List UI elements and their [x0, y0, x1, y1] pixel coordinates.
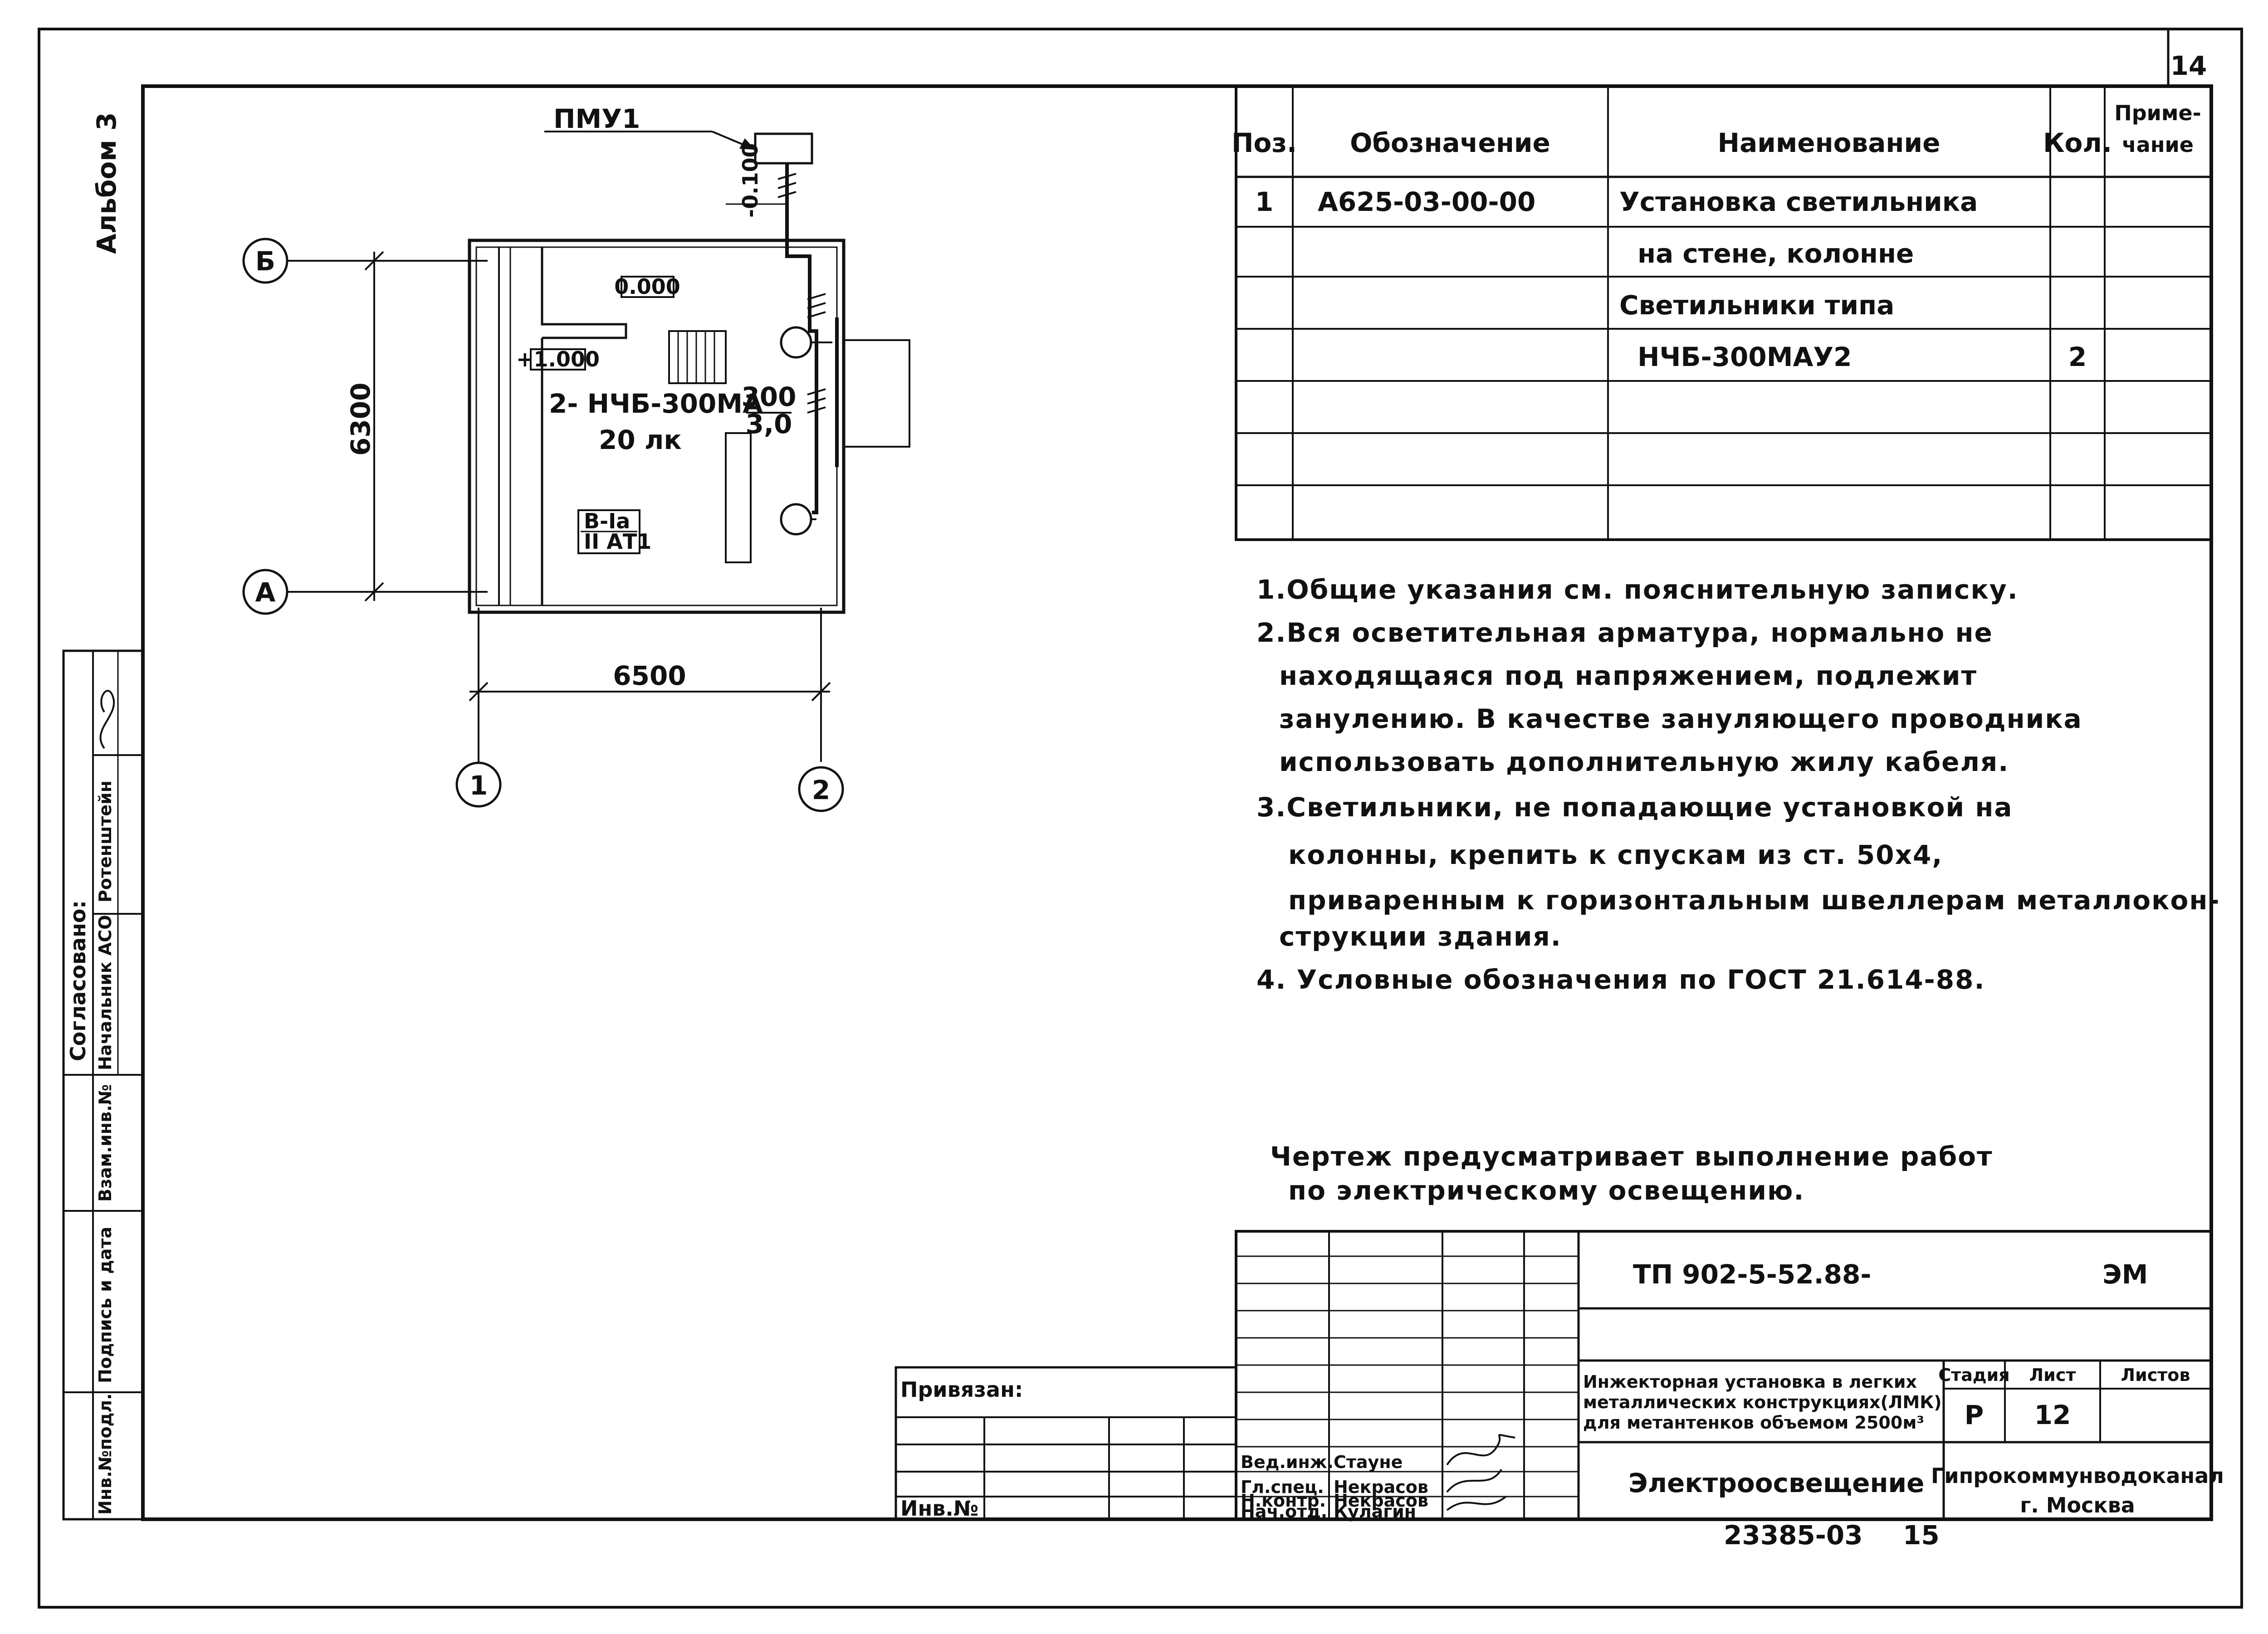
role-dept-head: Нач.отд.: [1241, 1502, 1327, 1522]
binding-box: Привязан: Инв.№: [894, 1366, 1237, 1521]
drawing-mark: ЭМ: [2102, 1259, 2148, 1290]
title-block: Вед.инж. Гл.спец. Н.контр. Нач.отд. Стау…: [1235, 1230, 2224, 1522]
agreed-label: Согласовано:: [66, 900, 90, 1061]
project-title-3: для метантенков объемом 2500м³: [1583, 1413, 1924, 1433]
sheet-label: Лист: [2029, 1365, 2076, 1385]
signature-mark: [1446, 1434, 1515, 1511]
dim-vertical: 6300: [345, 383, 376, 456]
cell-name: Светильники типа: [1619, 290, 1894, 321]
org-city: г. Москва: [2020, 1493, 2135, 1517]
drawing-title: Электроосвещение: [1628, 1468, 1925, 1498]
luminaire-icon: [780, 326, 812, 359]
spec-rows: 1 А625-03-00-00 Установка светильника на ст…: [1255, 186, 2087, 372]
lux-text: 20 лк: [599, 424, 682, 455]
note-line: использовать дополнительную жилу кабеля.: [1279, 746, 2009, 777]
note-line: колонны, крепить к спускам из ст. 50х4,: [1288, 839, 1943, 870]
org-name: Гипрокоммунводоканал: [1931, 1463, 2224, 1488]
wiring-line: [785, 163, 818, 514]
footer-page: 15: [1903, 1520, 1940, 1551]
fixture-box-icon: [754, 132, 813, 165]
note-line: 3.Светильники, не попадающие установкой …: [1256, 792, 2013, 823]
name-lead-engineer: Стауне: [1334, 1452, 1403, 1472]
left-stamp: Согласовано: Начальник АСО Ротенштейн Ин…: [62, 649, 144, 1521]
level-1000: +1.000: [516, 347, 600, 371]
axis-a: А: [255, 577, 276, 608]
canopy-outline: [844, 339, 910, 448]
th-note-1: Приме-: [2114, 101, 2201, 125]
general-notes: 1.Общие указания см. пояснительную запис…: [1256, 574, 2220, 1206]
fraction-denominator: 3,0: [746, 409, 792, 439]
lamp-text: 2- НЧБ-300МА: [549, 388, 763, 419]
signature-mark: [99, 690, 115, 749]
axis-2: 2: [812, 775, 830, 805]
stage-value: Р: [1965, 1400, 1984, 1430]
th-note-2: чание: [2122, 132, 2194, 157]
stamp-col-sign: Подпись и дата: [95, 1227, 115, 1383]
stage-label: Стадия: [1938, 1365, 2009, 1385]
stamp-col-replace: Взам.инв.№: [95, 1084, 115, 1202]
axis-1: 1: [469, 770, 488, 801]
th-name: Наименование: [1718, 127, 1941, 158]
note-line: 2.Вся осветительная арматура, нормально …: [1256, 617, 1993, 648]
building-outline: [468, 239, 846, 614]
project-title-1: Инжекторная установка в легких: [1583, 1372, 1917, 1392]
note-line: занулению. В качестве зануляющего провод…: [1279, 703, 2082, 734]
th-qty: Кол.: [2043, 127, 2112, 158]
note-line: струкции здания.: [1279, 921, 1562, 952]
stamp-col-inv: Инв.№подл.: [95, 1393, 115, 1515]
cell-name: НЧБ-300МАУ2: [1637, 341, 1852, 372]
note-line: приваренным к горизонтальным швеллерам м…: [1288, 885, 2220, 916]
fraction-numerator: 300: [741, 381, 796, 412]
project-title-2: металлических конструкциях(ЛМК): [1583, 1392, 1942, 1412]
axis-b: Б: [255, 246, 275, 277]
role-chief-specialist: Гл.спец.: [1241, 1477, 1324, 1497]
cell-designation: А625-03-00-00: [1318, 186, 1535, 217]
remark-line: по электрическому освещению.: [1288, 1175, 1804, 1206]
floor-plan: ПМУ1 -0.100 0.000: [242, 103, 910, 812]
level-top-mark: -0.100: [738, 143, 763, 218]
luminaire-icon: [780, 503, 812, 536]
stair-icon: [668, 330, 727, 384]
album-label: Альбом 3: [91, 112, 122, 254]
outer-frame: [38, 28, 2243, 1609]
th-designation: Обозначение: [1350, 127, 1550, 158]
equipment-box: [725, 432, 752, 563]
name-dept-head: Кулагин: [1334, 1502, 1416, 1522]
cell-pos: 1: [1255, 186, 1273, 217]
role-lead-engineer: Вед.инж.: [1241, 1452, 1334, 1472]
zone-class: В-Iа: [584, 509, 630, 533]
inv-label: Инв.№: [900, 1496, 978, 1521]
note-line: находящаяся под напряжением, подлежит: [1279, 660, 1977, 691]
sheets-label: Листов: [2121, 1365, 2190, 1385]
zone-group: II АТ1: [584, 529, 651, 554]
cell-name: на стене, колонне: [1637, 238, 1914, 269]
footer-number: 23385-03: [1724, 1520, 1863, 1551]
th-pos: Поз.: [1232, 127, 1297, 158]
role-norm-control: Н.контр.: [1241, 1491, 1326, 1511]
sheet-value: 12: [2034, 1400, 2071, 1430]
note-line: 1.Общие указания см. пояснительную запис…: [1256, 574, 2019, 605]
dim-horizontal: 6500: [613, 660, 686, 691]
name-chief-specialist: Некрасов: [1334, 1477, 1428, 1497]
note-line: 4. Условные обозначения по ГОСТ 21.614-8…: [1256, 964, 1985, 995]
spec-table: Поз. Обозначение Наименование Кол. Приме…: [1232, 85, 2213, 541]
sheet-number: 14: [2170, 50, 2207, 81]
name-norm-control: Некрасов: [1334, 1491, 1428, 1511]
level-000: 0.000: [614, 274, 680, 299]
cell-qty: 2: [2068, 341, 2087, 372]
head-label: Начальник АСО: [95, 915, 115, 1070]
head-name: Ротенштейн: [95, 780, 115, 902]
cell-name: Установка светильника: [1619, 186, 1978, 217]
attached-label: Привязан:: [900, 1377, 1023, 1402]
project-code: ТП 902-5-52.88-: [1633, 1259, 1871, 1290]
fixture-label: ПМУ1: [553, 103, 640, 134]
remark-line: Чертеж предусматривает выполнение работ: [1270, 1141, 1993, 1172]
